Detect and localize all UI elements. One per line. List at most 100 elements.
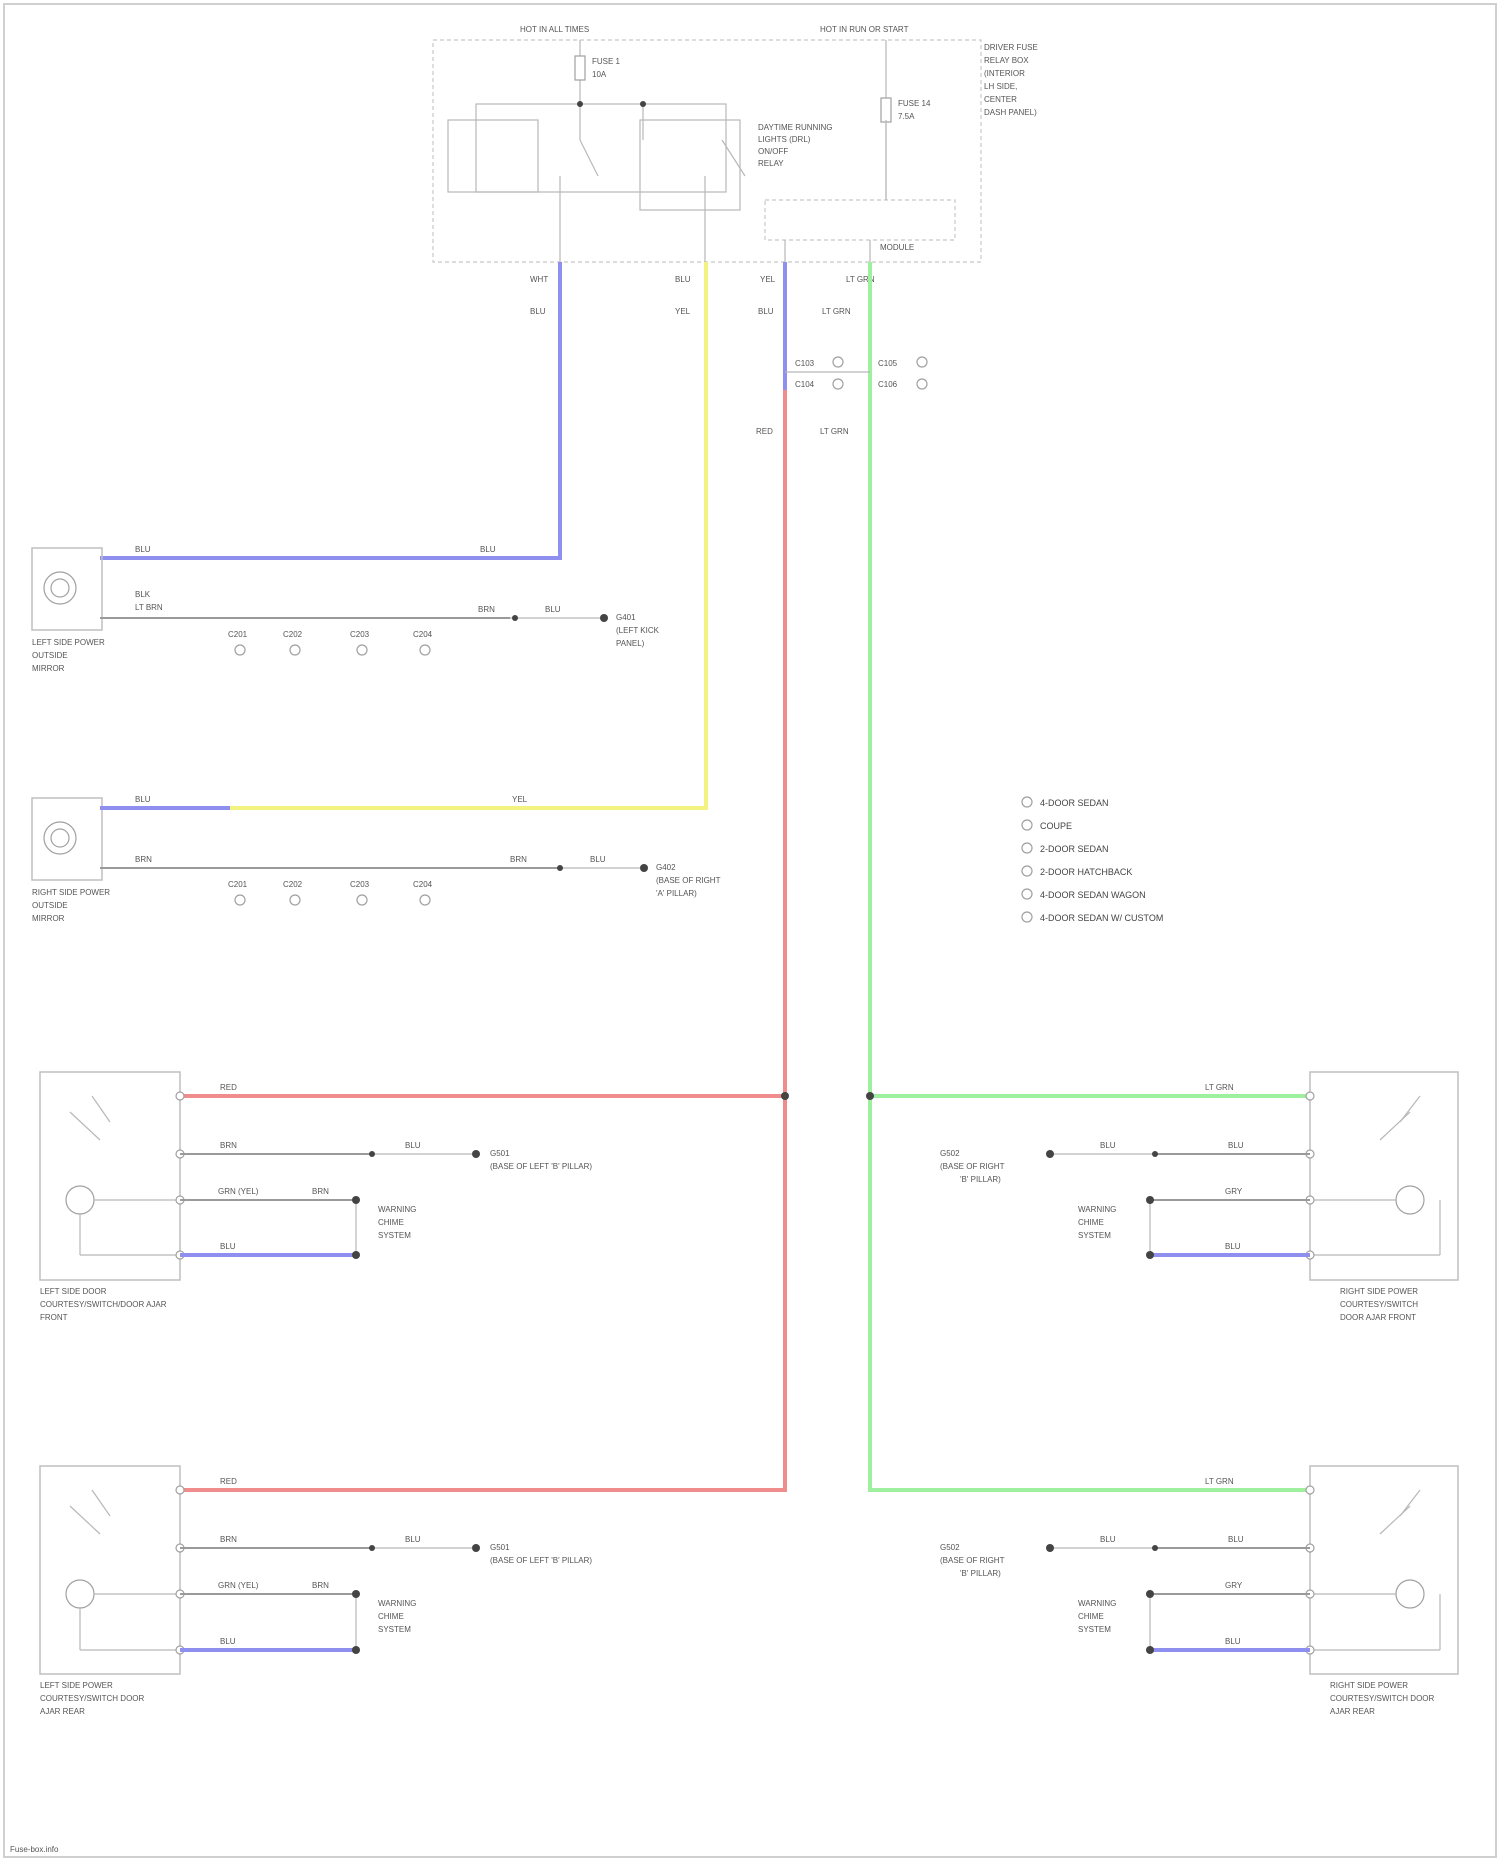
svg-text:LEFT SIDE POWER: LEFT SIDE POWER (32, 638, 105, 647)
svg-text:C202: C202 (283, 880, 303, 889)
fuse-a: FUSE 1 10A (575, 40, 621, 104)
svg-text:FUSE 1: FUSE 1 (592, 57, 621, 66)
switch-box (1310, 1466, 1458, 1674)
svg-text:CHIME: CHIME (378, 1218, 404, 1227)
svg-text:DASH PANEL): DASH PANEL) (984, 108, 1037, 117)
svg-text:G502: G502 (940, 1149, 960, 1158)
svg-text:(INTERIOR: (INTERIOR (984, 69, 1025, 78)
svg-text:AJAR REAR: AJAR REAR (1330, 1707, 1375, 1716)
svg-text:WARNING: WARNING (1078, 1205, 1116, 1214)
svg-text:(BASE OF LEFT 'B' PILLAR): (BASE OF LEFT 'B' PILLAR) (490, 1162, 592, 1171)
wire-color-label: BLU (1228, 1141, 1244, 1150)
svg-text:RIGHT SIDE POWER: RIGHT SIDE POWER (32, 888, 110, 897)
svg-text:C106: C106 (878, 380, 898, 389)
svg-text:SYSTEM: SYSTEM (1078, 1625, 1111, 1634)
front-left-label: LEFT SIDE DOOR COURTESY/SWITCH/DOOR AJAR… (40, 1287, 167, 1322)
wire-color-label: YEL (512, 795, 528, 804)
wire-color-label: BLU (1100, 1535, 1116, 1544)
wire-color-label: RED (756, 427, 773, 436)
left-mirror-ground-label: G401 (LEFT KICK PANEL) (616, 613, 660, 648)
svg-text:C204: C204 (413, 630, 433, 639)
wire-color-label: BLU (135, 545, 151, 554)
pin-label: YEL (760, 275, 776, 284)
pin-label: BLU (675, 275, 691, 284)
left-mirror-group: LEFT SIDE POWER OUTSIDE MIRROR BLU BLU B… (32, 545, 660, 673)
pin-label: WHT (530, 275, 548, 284)
svg-text:FRONT: FRONT (40, 1313, 68, 1322)
wire-color-label: LT GRN (1205, 1083, 1234, 1092)
svg-text:4-DOOR SEDAN WAGON: 4-DOOR SEDAN WAGON (1040, 890, 1146, 900)
wire-color-label: BLU (1225, 1242, 1241, 1251)
right-mirror-ground-label: G402 (BASE OF RIGHT 'A' PILLAR) (656, 863, 721, 898)
svg-text:LEFT SIDE POWER: LEFT SIDE POWER (40, 1681, 113, 1690)
svg-text:AJAR REAR: AJAR REAR (40, 1707, 85, 1716)
svg-text:LEFT SIDE DOOR: LEFT SIDE DOOR (40, 1287, 107, 1296)
svg-text:DRIVER FUSE: DRIVER FUSE (984, 43, 1038, 52)
svg-text:MODULE: MODULE (880, 243, 914, 252)
svg-text:(BASE OF RIGHT: (BASE OF RIGHT (940, 1556, 1005, 1565)
page-frame (4, 4, 1496, 1857)
rear-left-door-switch: RED BRN BLU G501 (BASE OF LEFT 'B' PILLA… (40, 1466, 592, 1716)
right-mirror-group: RIGHT SIDE POWER OUTSIDE MIRROR BLU YEL … (32, 795, 721, 923)
wire-color-label: BLU (220, 1242, 236, 1251)
svg-text:COUPE: COUPE (1040, 821, 1072, 831)
svg-text:OUTSIDE: OUTSIDE (32, 651, 68, 660)
wire-color-label: BRN (478, 605, 495, 614)
fuse-relay-module: HOT IN ALL TIMES HOT IN RUN OR START DRI… (433, 25, 1038, 284)
wire-color-label: BLU (1225, 1637, 1241, 1646)
wire-color-label: BLU (220, 1637, 236, 1646)
svg-text:(LEFT KICK: (LEFT KICK (616, 626, 660, 635)
left-mirror-label: LEFT SIDE POWER OUTSIDE MIRROR (32, 638, 105, 673)
rear-right-label: RIGHT SIDE POWER COURTESY/SWITCH DOOR AJ… (1330, 1681, 1435, 1716)
svg-text:C201: C201 (228, 630, 248, 639)
wire-color-label: LT GRN (820, 427, 849, 436)
svg-text:WARNING: WARNING (378, 1205, 416, 1214)
wire-color-label: YEL (675, 307, 691, 316)
front-left-door-switch: RED BRN BLU G501 (BASE OF LEFT 'B' PILLA… (40, 1072, 592, 1322)
svg-text:'B' PILLAR): 'B' PILLAR) (960, 1175, 1001, 1184)
legend-item: COUPE (1022, 820, 1072, 831)
wire-color-label: RED (220, 1477, 237, 1486)
wire-color-label: BLU (1100, 1141, 1116, 1150)
svg-text:G501: G501 (490, 1543, 510, 1552)
svg-text:'A' PILLAR): 'A' PILLAR) (656, 889, 697, 898)
svg-text:G502: G502 (940, 1543, 960, 1552)
svg-text:FUSE 14: FUSE 14 (898, 99, 931, 108)
wire-color-label: BLK (135, 590, 151, 599)
wire-color-label: BLU (545, 605, 561, 614)
svg-text:10A: 10A (592, 70, 607, 79)
svg-text:C203: C203 (350, 880, 370, 889)
drl-relay: DAYTIME RUNNING LIGHTS (DRL) ON/OFF RELA… (448, 101, 833, 262)
hot-all-label: HOT IN ALL TIMES (520, 25, 589, 34)
rear-left-ground-label: G501 (BASE OF LEFT 'B' PILLAR) (490, 1543, 592, 1565)
front-left-ground-label: G501 (BASE OF LEFT 'B' PILLAR) (490, 1149, 592, 1171)
svg-text:LIGHTS (DRL): LIGHTS (DRL) (758, 135, 811, 144)
svg-text:OUTSIDE: OUTSIDE (32, 901, 68, 910)
svg-text:RELAY: RELAY (758, 159, 784, 168)
wire-color-label: BLU (405, 1141, 421, 1150)
svg-text:SYSTEM: SYSTEM (378, 1625, 411, 1634)
svg-text:'B' PILLAR): 'B' PILLAR) (960, 1569, 1001, 1578)
front-right-system-label: WARNING CHIME SYSTEM (1078, 1205, 1116, 1240)
wire-color-label: BRN (135, 855, 152, 864)
svg-text:C105: C105 (878, 359, 898, 368)
right-mirror-connectors: C201 C202 C203 C204 (228, 880, 433, 905)
wire-color-label: BLU (590, 855, 606, 864)
svg-text:G402: G402 (656, 863, 676, 872)
wire-color-label: BLU (530, 307, 546, 316)
fuse-b: FUSE 14 7.5A (881, 40, 931, 200)
switch-box (1310, 1072, 1458, 1280)
watermark: Fuse-box.info (10, 1845, 59, 1854)
svg-text:RIGHT SIDE POWER: RIGHT SIDE POWER (1330, 1681, 1408, 1690)
svg-text:(BASE OF RIGHT: (BASE OF RIGHT (940, 1162, 1005, 1171)
wire-color-label: BRN (312, 1581, 329, 1590)
wire-color-label: RED (220, 1083, 237, 1092)
svg-text:COURTESY/SWITCH DOOR: COURTESY/SWITCH DOOR (1330, 1694, 1435, 1703)
wire-color-label: BRN (312, 1187, 329, 1196)
switch-box (40, 1466, 180, 1674)
wire-blue-left (100, 262, 560, 558)
wire-color-label: GRN (YEL) (218, 1187, 259, 1196)
wire-color-label: BLU (1228, 1535, 1244, 1544)
svg-text:MIRROR: MIRROR (32, 914, 65, 923)
